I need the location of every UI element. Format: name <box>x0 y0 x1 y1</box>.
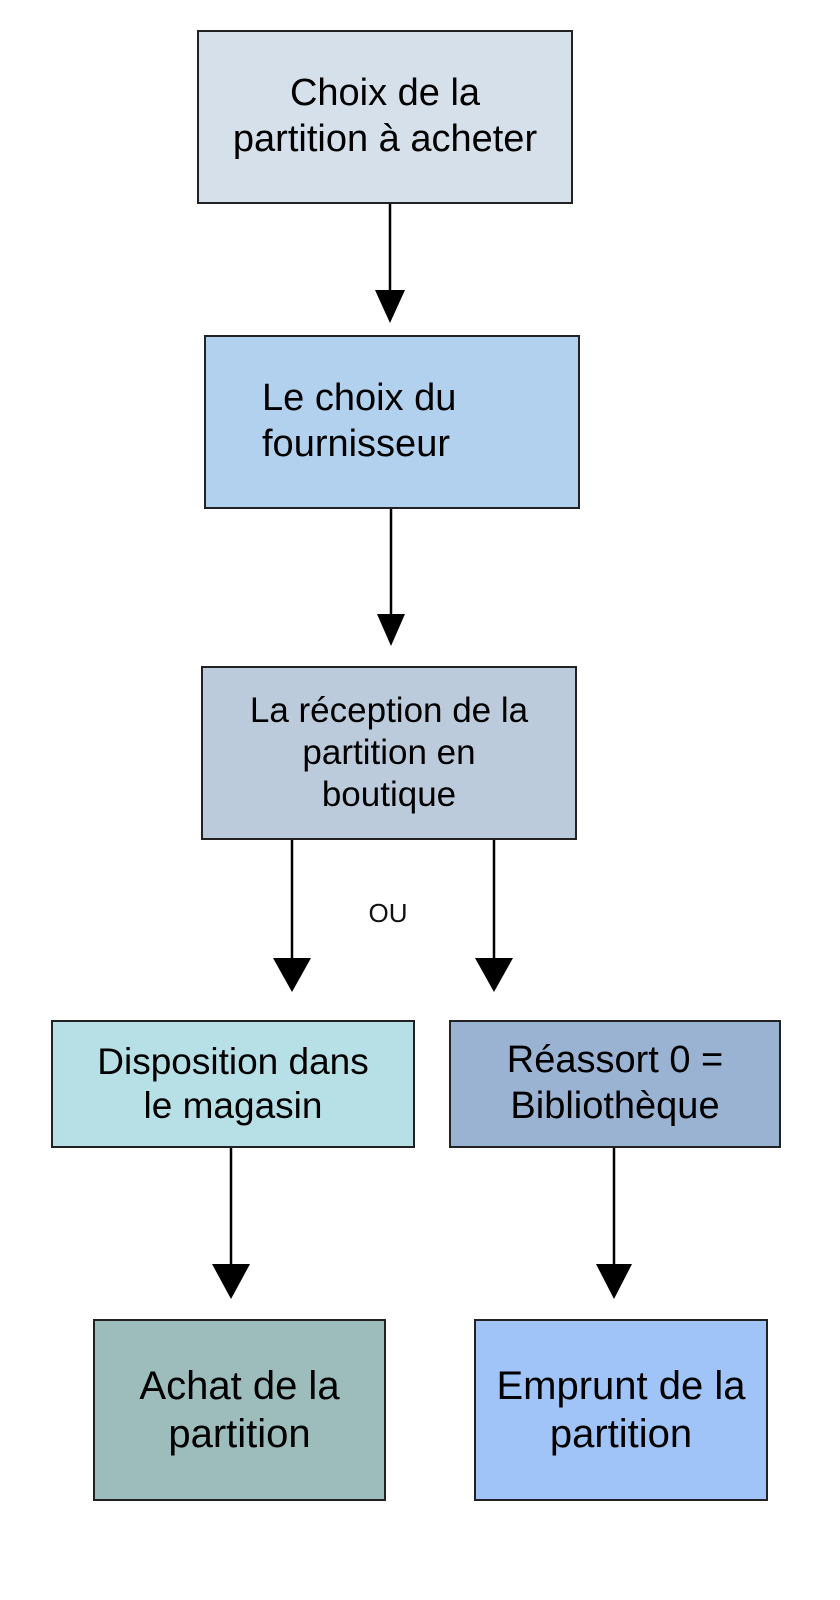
edge-reassort-to-emprunt <box>596 1148 632 1299</box>
node-choix-fournisseur-label: Le choix du fournisseur <box>262 377 457 465</box>
node-emprunt-label: Emprunt de la partition <box>496 1364 746 1456</box>
node-achat-label: Achat de la partition <box>139 1364 340 1456</box>
edge-choix-partition-to-fournisseur <box>375 204 405 323</box>
node-achat: Achat de la partition <box>93 1319 386 1501</box>
edge-fournisseur-to-reception <box>377 509 405 646</box>
edge-reception-to-disposition <box>273 840 311 992</box>
node-choix-partition: Choix de la partition à acheter <box>197 30 573 204</box>
node-reassort-label: Réassort 0 = Bibliothèque <box>506 1039 724 1127</box>
node-reception-label: La réception de la partition en boutique <box>249 691 529 814</box>
node-disposition-label: Disposition dans le magasin <box>97 1040 369 1126</box>
edge-reception-to-reassort <box>475 840 513 992</box>
node-reassort: Réassort 0 = Bibliothèque <box>449 1020 781 1148</box>
branch-ou-label: OU <box>368 898 408 928</box>
node-disposition: Disposition dans le magasin <box>51 1020 415 1148</box>
edge-disposition-to-achat <box>212 1148 250 1299</box>
node-reception: La réception de la partition en boutique <box>201 666 577 840</box>
node-emprunt: Emprunt de la partition <box>474 1319 768 1501</box>
node-choix-fournisseur: Le choix du fournisseur <box>204 335 580 509</box>
node-choix-partition-label: Choix de la partition à acheter <box>232 72 538 160</box>
